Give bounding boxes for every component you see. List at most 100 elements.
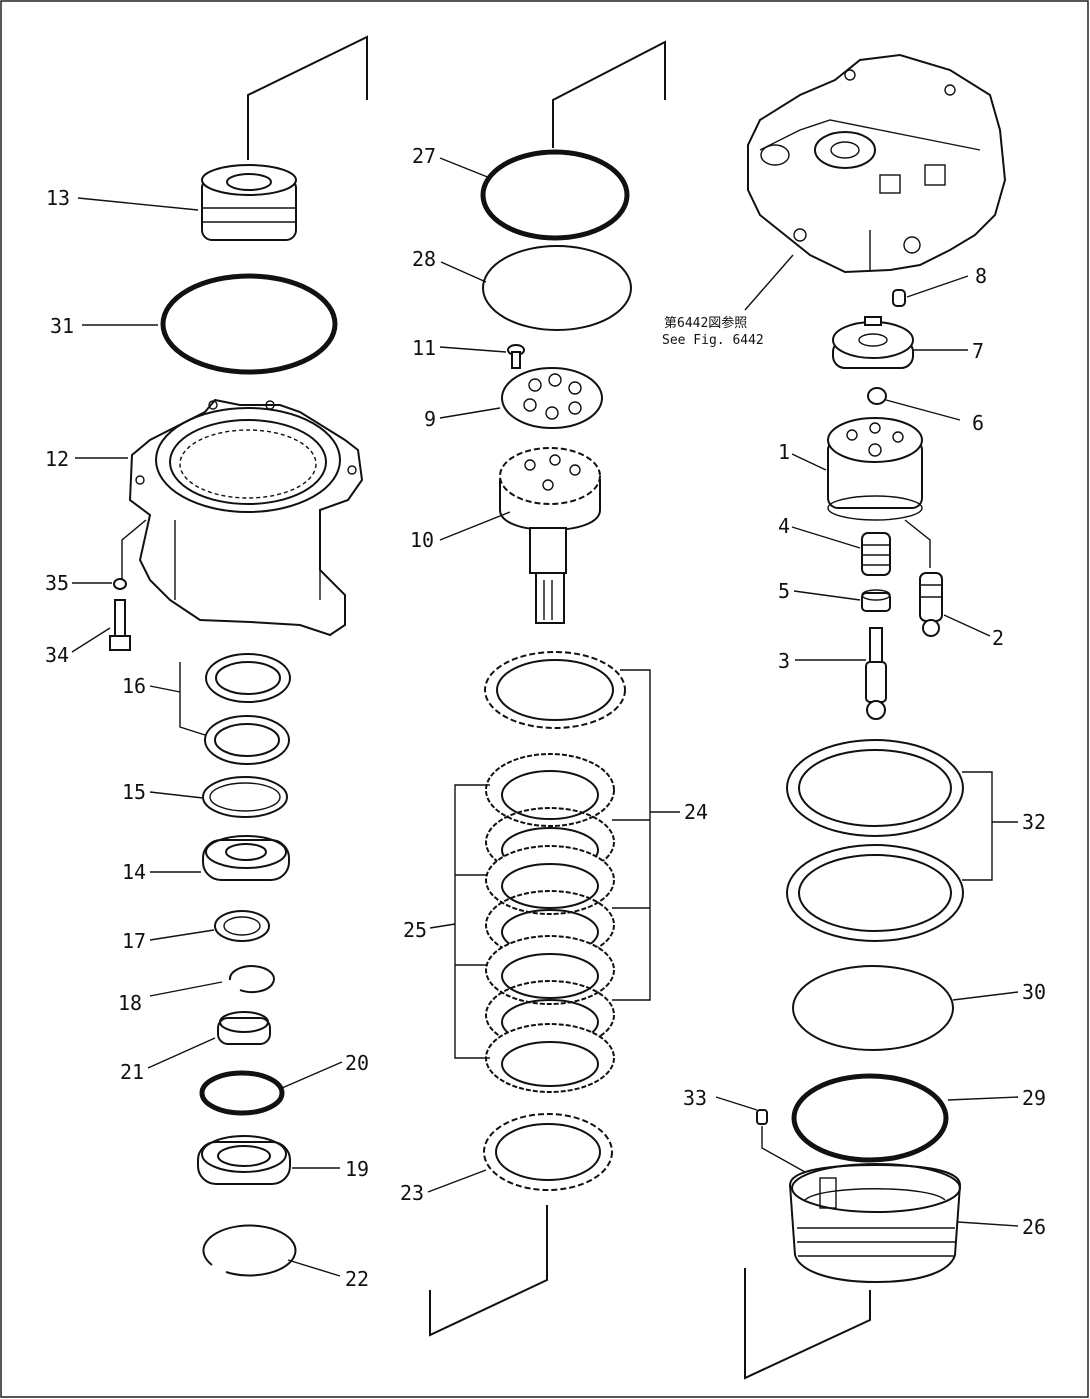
- reference-note-en: See Fig. 6442: [662, 333, 764, 348]
- part-33-plug: [756, 1109, 768, 1125]
- part-13-bearing: [201, 164, 297, 241]
- leader-16-bracket: [179, 662, 206, 736]
- part-1-cylinder-block: [827, 417, 923, 521]
- leader-17: [149, 929, 215, 941]
- label-part-10: 10: [410, 528, 434, 552]
- leader-32-bracket: [962, 771, 993, 881]
- label-part-8: 8: [975, 264, 987, 288]
- part-22-snap-ring: [202, 1224, 297, 1277]
- label-part-4: 4: [778, 514, 790, 538]
- assembly-bracket-right-bottom: [744, 1268, 871, 1380]
- assembly-bracket-left-top: [247, 35, 368, 160]
- leader-18: [149, 981, 223, 997]
- assembly-bracket-middle-bottom: [429, 1205, 548, 1337]
- leader-2-bracket: [904, 519, 931, 568]
- label-part-33: 33: [683, 1086, 707, 1110]
- leader-9: [439, 407, 501, 419]
- label-part-31: 31: [50, 314, 74, 338]
- part-19-oil-seal: [197, 1135, 291, 1185]
- label-part-1: 1: [778, 440, 790, 464]
- label-part-2: 2: [992, 626, 1004, 650]
- part-23-end-plate: [483, 1113, 613, 1191]
- label-part-17: 17: [122, 929, 146, 953]
- label-part-35: 35: [45, 571, 69, 595]
- part-20-o-ring: [199, 1070, 285, 1116]
- part-34-bolt: [109, 599, 131, 651]
- leader-34: [71, 627, 111, 653]
- part-31-o-ring: [160, 273, 338, 375]
- label-part-29: 29: [1022, 1086, 1046, 1110]
- part-12-housing: [128, 398, 364, 637]
- label-part-9: 9: [424, 407, 436, 431]
- leader-25: [429, 923, 456, 929]
- part-27-o-ring: [480, 149, 630, 241]
- part-26-cover: [788, 1163, 962, 1284]
- label-part-22: 22: [345, 1267, 369, 1291]
- label-part-30: 30: [1022, 980, 1046, 1004]
- leader-24-bracket: [612, 669, 651, 1001]
- label-part-6: 6: [972, 411, 984, 435]
- part-4-spring: [861, 532, 891, 576]
- leader-10: [439, 511, 511, 541]
- leader-33: [715, 1096, 758, 1111]
- leader-4: [791, 526, 861, 549]
- label-part-3: 3: [778, 649, 790, 673]
- leader-6: [885, 399, 961, 421]
- part-17-collar: [214, 910, 270, 942]
- part-11-screw: [507, 344, 525, 369]
- leader-28: [440, 261, 487, 283]
- part-6-ball: [867, 387, 887, 405]
- label-part-27: 27: [412, 144, 436, 168]
- part-18-snap-ring: [228, 965, 275, 994]
- leader-26: [957, 1221, 1019, 1227]
- label-part-5: 5: [778, 579, 790, 603]
- leader-30: [952, 991, 1019, 1001]
- leader-21: [147, 1037, 216, 1069]
- part-15-ring: [202, 776, 288, 818]
- label-part-13: 13: [46, 186, 70, 210]
- label-part-20: 20: [345, 1051, 369, 1075]
- label-part-34: 34: [45, 643, 69, 667]
- part-30-backup-ring: [792, 965, 954, 1051]
- part-35-washer: [113, 578, 127, 590]
- leader-1: [791, 453, 827, 471]
- label-part-28: 28: [412, 247, 436, 271]
- part-24-separator-plate: [484, 651, 626, 729]
- part-21-seal: [217, 1011, 271, 1045]
- leader-11: [439, 346, 507, 353]
- leader-29: [947, 1096, 1019, 1101]
- part-25-friction-disc-stack: [485, 753, 615, 1093]
- label-part-24: 24: [684, 800, 708, 824]
- part-10-gear-shaft: [499, 447, 601, 624]
- label-part-16: 16: [122, 674, 146, 698]
- part-5-nut: [861, 589, 891, 612]
- label-part-7: 7: [972, 339, 984, 363]
- label-part-11: 11: [412, 336, 436, 360]
- assembly-bracket-middle-top: [552, 40, 666, 148]
- part-9-retainer-plate: [501, 367, 603, 429]
- part-2-piston: [919, 572, 943, 637]
- leader-25-bracket: [454, 784, 490, 1059]
- leader-13: [77, 197, 199, 211]
- part-3-center-shaft: [865, 627, 887, 720]
- leader-16: [149, 685, 181, 693]
- part-valve-housing: [747, 53, 1007, 274]
- leader-2: [943, 614, 991, 637]
- part-16-shim: [204, 653, 291, 765]
- part-8-pin: [892, 289, 906, 307]
- leader-8: [906, 275, 969, 298]
- part-7-valve-plate: [832, 316, 914, 369]
- label-part-18: 18: [118, 991, 142, 1015]
- label-part-25: 25: [403, 918, 427, 942]
- leader-20: [281, 1061, 343, 1089]
- leader-23: [427, 1169, 487, 1193]
- label-part-21: 21: [120, 1060, 144, 1084]
- label-part-19: 19: [345, 1157, 369, 1181]
- label-part-32: 32: [1022, 810, 1046, 834]
- label-part-15: 15: [122, 780, 146, 804]
- label-part-26: 26: [1022, 1215, 1046, 1239]
- label-part-14: 14: [122, 860, 146, 884]
- leader-15: [149, 791, 204, 799]
